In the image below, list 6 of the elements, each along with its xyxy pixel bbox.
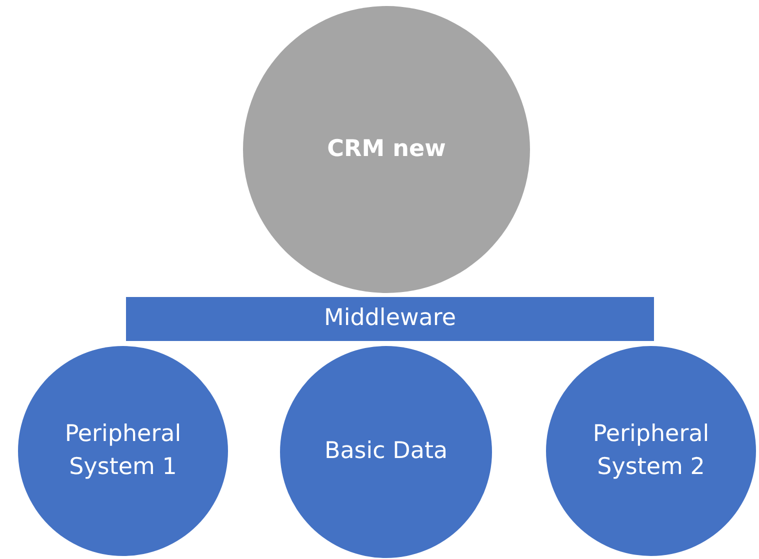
node-label: Basic Data — [324, 437, 448, 466]
middleware-bar — [123, 294, 657, 344]
node-label: Peripheral System 2 — [592, 420, 710, 482]
node-label: Peripheral System 1 — [64, 420, 182, 482]
node-label: Middleware — [324, 304, 456, 334]
node-label: CRM new — [327, 134, 446, 164]
